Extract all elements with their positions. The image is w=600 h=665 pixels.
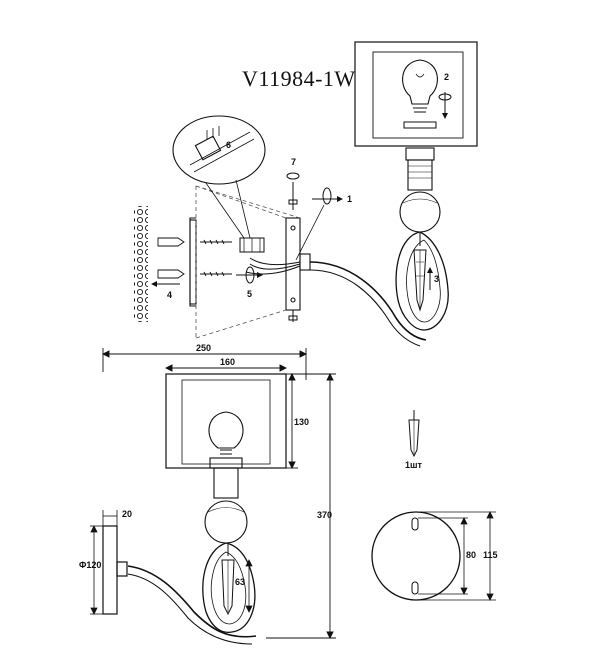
bottom-screw-icon [288,310,298,322]
step-3-label: 3 [434,274,439,284]
dim-plate-height-label: 115 [483,550,498,560]
dim-total-width-label: 250 [196,343,211,353]
wall-surface [134,206,148,322]
shade-ring [403,121,437,129]
side-plate [102,525,128,615]
step-7-label: 7 [291,157,296,167]
wiring [239,237,301,275]
front-frame [127,542,257,645]
step-4-label: 4 [167,290,172,300]
step-5-label: 5 [247,289,252,299]
model-number: V11984-1W [242,66,356,91]
exploded-crystal [413,232,427,312]
exploded-shade [354,41,478,147]
dim-total-width [101,348,308,380]
dim-total-height-label: 370 [317,510,332,520]
projection-lines [195,185,301,339]
crystal-quantity-label: 1шт [405,460,423,470]
dim-shade-width [164,364,288,372]
front-crystal [221,543,235,616]
dim-crystal-length [245,559,253,613]
dim-hole-spacing [418,517,468,595]
bulb-rotate-icon [438,92,452,119]
dim-total-height [266,372,336,640]
front-socket [204,457,248,544]
step-1-label: 1 [347,194,352,204]
mounting-bracket [189,217,197,307]
step-2-label: 2 [444,72,449,82]
round-wall-plate [371,511,461,601]
exploded-bulb-icon [402,59,438,113]
dim-plate-height [420,511,496,601]
dim-plate-diameter [90,525,103,615]
rotate-arrow-icon [295,187,343,261]
spare-crystal-icon [408,410,420,458]
top-screw-icon [286,172,300,210]
dim-shade-height-label: 130 [294,417,309,427]
dim-crystal-length-label: 63 [235,577,245,587]
dim-hole-spacing-label: 80 [466,550,476,560]
dim-plate-diameter-label: Φ120 [79,560,101,570]
step-5-rotate-icon [236,266,263,284]
front-bulb-icon [208,411,244,455]
wiring-detail-bubble [172,115,266,239]
dim-plate-depth [102,510,118,526]
exploded-socket [399,147,441,233]
exploded-frame [309,231,449,347]
screw-anchors [157,237,232,279]
plate-mounting-slots [411,517,419,595]
step-6-label: 6 [226,140,231,150]
dim-shade-width-label: 160 [220,357,235,367]
dim-plate-depth-label: 20 [122,509,132,519]
